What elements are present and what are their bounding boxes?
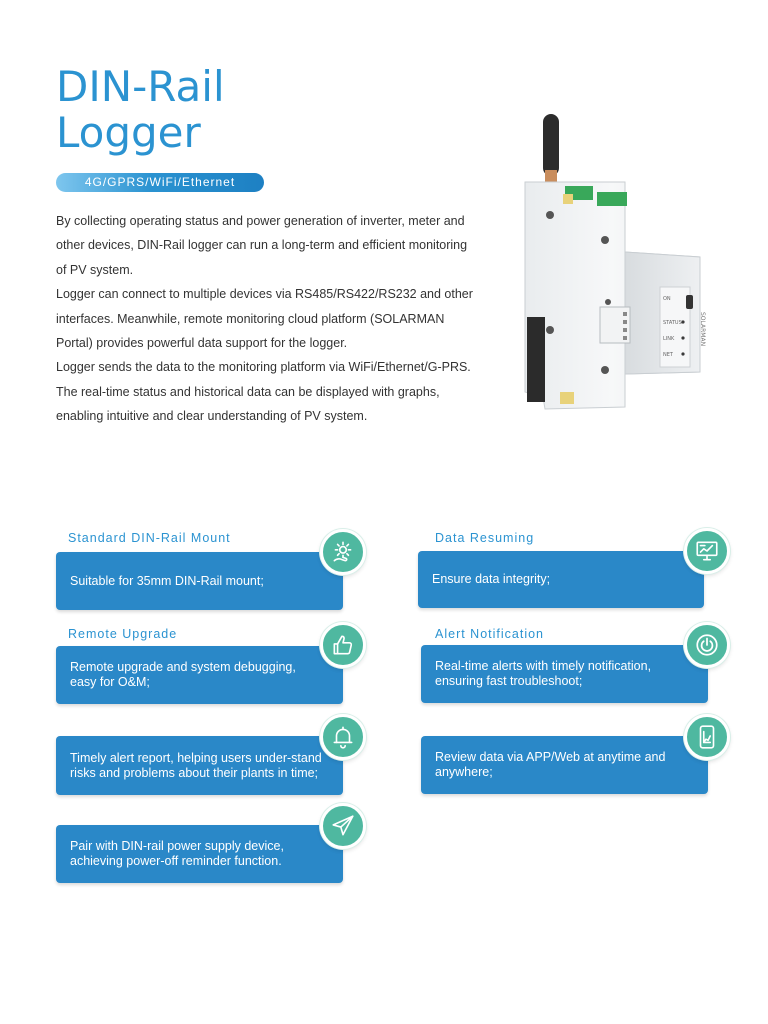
feature-text: Pair with DIN-rail power supply device, …	[70, 839, 284, 868]
feature-card-data-resuming: Ensure data integrity;	[418, 551, 704, 608]
feature-card-alert-notification: Real-time alerts with timely notificatio…	[421, 645, 708, 703]
title-line-2: Logger	[56, 108, 201, 157]
gear-hand-icon	[320, 529, 366, 575]
device-label-status: STATUS	[663, 320, 682, 326]
page-title: DIN-Rail Logger	[56, 64, 225, 156]
connectivity-tag: 4G/GPRS/WiFi/Ethernet	[56, 173, 264, 192]
feature-title-data-resuming: Data Resuming	[435, 531, 535, 545]
power-icon	[684, 622, 730, 668]
feature-title-alert-notification: Alert Notification	[435, 627, 545, 641]
feature-card-remote-upgrade: Remote upgrade and system debugging, eas…	[56, 646, 343, 704]
thumbs-up-icon	[320, 622, 366, 668]
phone-chart-icon	[684, 714, 730, 760]
feature-text: Remote upgrade and system debugging, eas…	[70, 660, 296, 689]
feature-card-power-off-reminder: Pair with DIN-rail power supply device, …	[56, 825, 343, 883]
feature-text: Review data via APP/Web at anytime and a…	[435, 750, 666, 779]
feature-card-review-data: Review data via APP/Web at anytime and a…	[421, 736, 708, 794]
antenna	[543, 114, 559, 176]
device-brand: SOLARMAN	[699, 312, 706, 346]
title-line-1: DIN-Rail	[56, 62, 225, 111]
feature-card-alert-report: Timely alert report, helping users under…	[56, 736, 343, 795]
bell-icon	[320, 714, 366, 760]
feature-text: Suitable for 35mm DIN-Rail mount;	[70, 573, 264, 588]
device-label-on: ON	[663, 296, 671, 302]
description-paragraph-3: Logger sends the data to the monitoring …	[56, 360, 471, 424]
device-label-link: LINK	[663, 336, 675, 342]
feature-card-din-rail-mount: Suitable for 35mm DIN-Rail mount;	[56, 552, 343, 610]
description: By collecting operating status and power…	[56, 209, 476, 429]
din-rail-logger-image: ON STATUS LINK NET SOLARMAN	[524, 114, 706, 410]
feature-text: Timely alert report, helping users under…	[70, 750, 322, 780]
feature-text: Real-time alerts with timely notificatio…	[435, 659, 652, 688]
feature-text: Ensure data integrity;	[432, 572, 551, 586]
feature-title-remote-upgrade: Remote Upgrade	[68, 627, 178, 641]
monitor-chart-icon	[684, 528, 730, 574]
paper-plane-icon	[320, 803, 366, 849]
description-paragraph-2: Logger can connect to multiple devices v…	[56, 287, 473, 351]
feature-title-din-rail-mount: Standard DIN-Rail Mount	[68, 531, 231, 545]
din-clip	[527, 317, 545, 402]
description-paragraph-1: By collecting operating status and power…	[56, 214, 468, 277]
device-label-net: NET	[663, 352, 674, 358]
